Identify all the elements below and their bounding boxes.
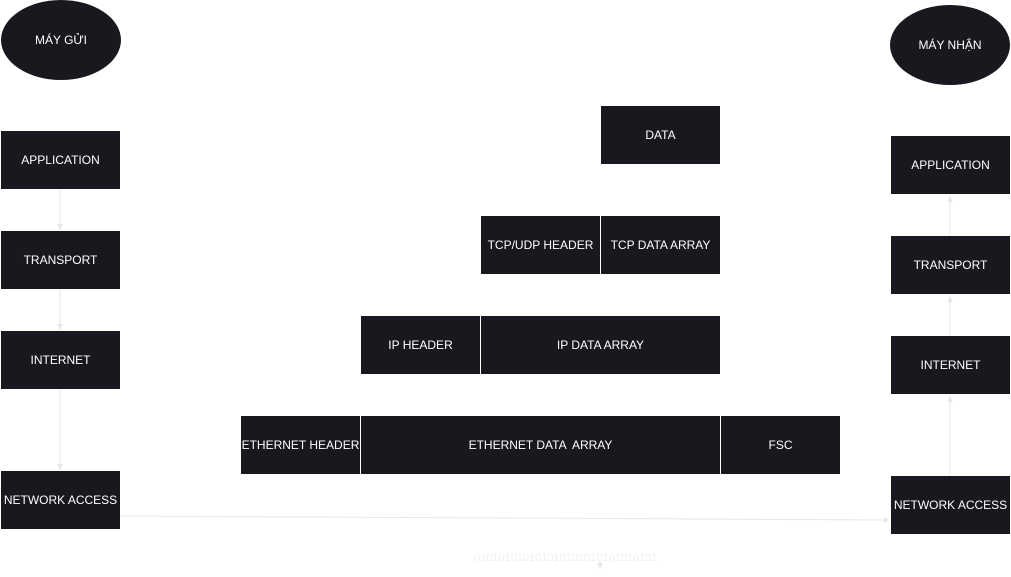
- sender-layer-label: INTERNET: [30, 353, 91, 367]
- ethernet-header-label: ETHERNET HEADER: [241, 438, 360, 452]
- ethernet-data-array-label: ETHERNET DATA ARRAY: [468, 438, 613, 452]
- sender-layer-application: APPLICATION: [1, 131, 120, 189]
- receiver-layer-transport: TRANSPORT: [891, 236, 1010, 294]
- ip-header-block: IP HEADER: [361, 316, 481, 374]
- data-label: DATA: [645, 128, 676, 142]
- wire-arrow: [119, 515, 890, 523]
- tcp-udp-header-label: TCP/UDP HEADER: [487, 238, 594, 252]
- receiver-layer-network-access: NETWORK ACCESS: [891, 476, 1010, 534]
- receiver-node: MÁY NHẬN: [890, 5, 1010, 85]
- receiver-layer-application: APPLICATION: [891, 136, 1010, 194]
- sender-layer-label: TRANSPORT: [23, 253, 98, 267]
- ip-header-label: IP HEADER: [388, 338, 453, 352]
- receiver-title: MÁY NHẬN: [918, 38, 982, 52]
- ethernet-header-block: ETHERNET HEADER: [241, 416, 361, 474]
- fsc-label: FSC: [768, 438, 793, 452]
- fsc-block: FSC: [721, 416, 840, 474]
- data-block: DATA: [601, 106, 720, 164]
- tcp-data-array-block: TCP DATA ARRAY: [601, 216, 720, 274]
- receiver-layer-label: APPLICATION: [911, 158, 990, 172]
- receiver-layer-label: TRANSPORT: [913, 258, 988, 272]
- sender-layer-label: NETWORK ACCESS: [3, 493, 118, 507]
- receiver-layer-label: NETWORK ACCESS: [893, 498, 1008, 512]
- sender-layer-internet: INTERNET: [1, 331, 120, 389]
- ip-data-array-label: IP DATA ARRAY: [556, 338, 645, 352]
- tcp-data-array-label: TCP DATA ARRAY: [610, 238, 711, 252]
- ip-data-array-block: IP DATA ARRAY: [481, 316, 720, 374]
- sender-title: MÁY GỬI: [34, 33, 88, 47]
- receiver-layer-internet: INTERNET: [891, 336, 1010, 394]
- receiver-layer-label: INTERNET: [920, 358, 981, 372]
- bitstream-text: 010101010101010101010101010101: [474, 552, 658, 564]
- tcp-udp-header-block: TCP/UDP HEADER: [481, 216, 601, 274]
- sender-layer-transport: TRANSPORT: [1, 231, 120, 289]
- sender-layer-label: APPLICATION: [21, 153, 100, 167]
- sender-node: MÁY GỬI: [1, 0, 121, 80]
- ethernet-data-array-block: ETHERNET DATA ARRAY: [361, 416, 721, 474]
- sender-layer-network-access: NETWORK ACCESS: [1, 471, 120, 529]
